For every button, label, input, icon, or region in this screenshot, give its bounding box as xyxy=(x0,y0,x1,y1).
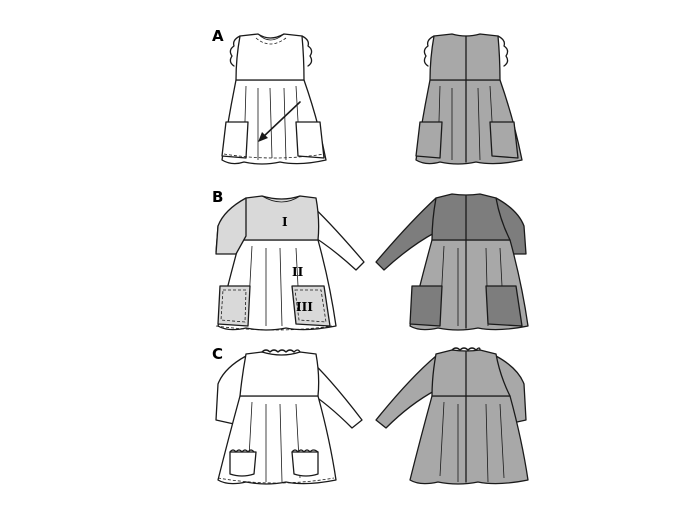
view-a-back xyxy=(415,33,523,165)
view-b-back xyxy=(375,193,529,331)
view-a-front xyxy=(221,33,327,165)
view-c-back xyxy=(375,347,529,485)
piece-label-pocket: III xyxy=(296,300,313,314)
view-label-a: A xyxy=(212,27,224,45)
view-label-b: B xyxy=(212,188,224,206)
view-label-c: C xyxy=(212,345,224,363)
piece-label-skirt: II xyxy=(292,265,304,279)
arrow-icon xyxy=(258,101,301,142)
view-b-front xyxy=(215,195,365,331)
ruffle-icon xyxy=(229,35,241,67)
piece-label-yoke: I xyxy=(282,215,288,229)
view-c-front xyxy=(215,349,363,485)
pocket-icon xyxy=(221,121,249,159)
